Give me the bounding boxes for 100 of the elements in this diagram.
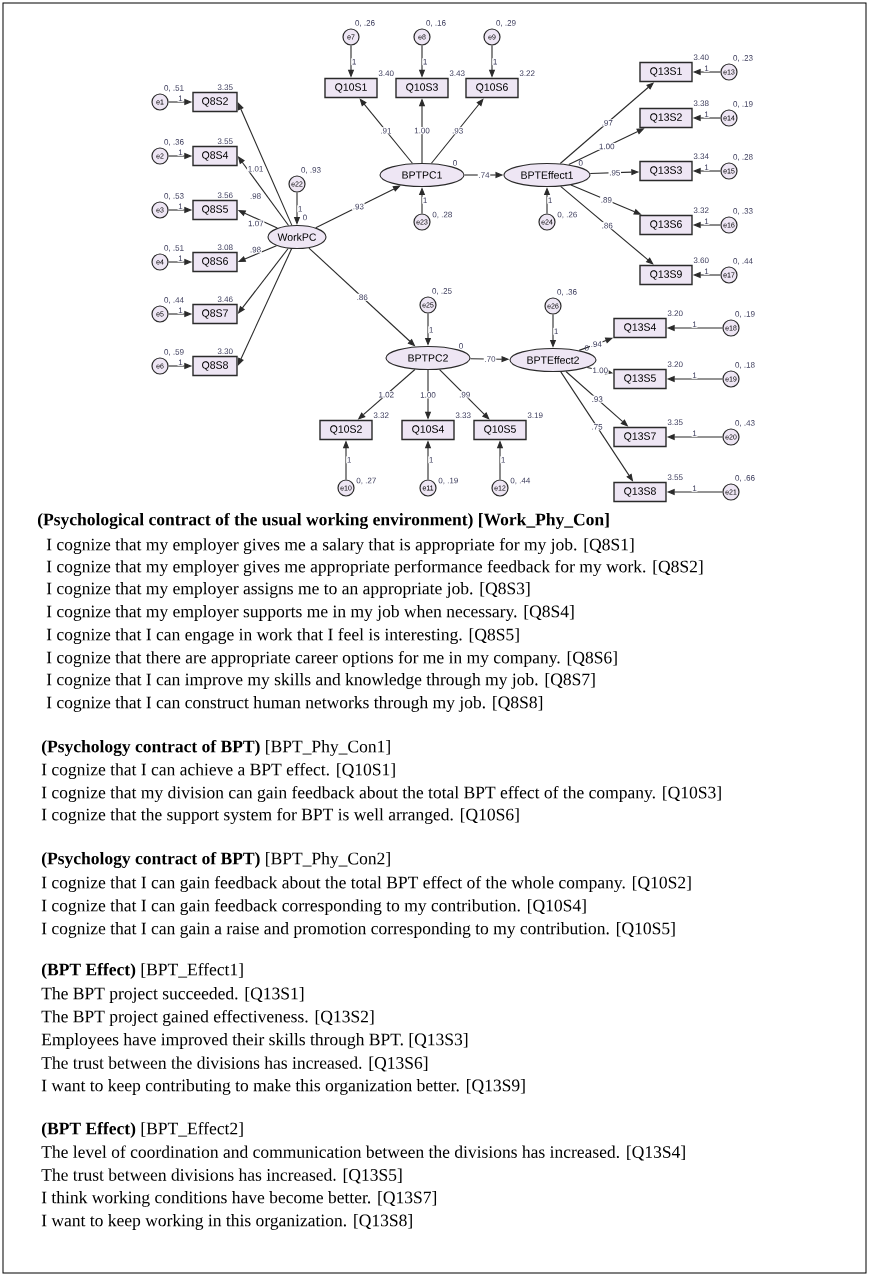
estimate-label: 3.32	[373, 412, 389, 419]
estimate-label: 0, .51	[164, 85, 184, 92]
observed-variable-box: Q10S5	[473, 419, 527, 441]
coefficient-label: .98	[249, 246, 262, 254]
observed-variable-box: Q13S1	[639, 61, 693, 83]
item-text: I cognize that I can improve my skills and knowledge through my job. [Q8S7]	[46, 673, 595, 689]
estimate-label: 3.19	[527, 412, 543, 419]
estimate-label: 3.40	[693, 54, 709, 61]
estimate-label: 3.20	[667, 361, 683, 368]
path-arrow	[237, 248, 293, 366]
estimate-label: 0, .66	[735, 475, 755, 482]
coefficient-label: 1	[553, 327, 560, 335]
coefficient-label: 1.00	[413, 127, 431, 135]
path-arrow	[560, 185, 654, 265]
estimate-label: 0	[453, 160, 457, 166]
coefficient-label: .95	[608, 169, 622, 177]
estimate-label: 0, .29	[496, 20, 516, 27]
path-arrow	[315, 185, 401, 229]
path-arrow	[430, 98, 484, 164]
estimate-label: 0	[459, 343, 463, 349]
coefficient-label: 1	[703, 64, 710, 72]
coefficient-label: .98	[249, 192, 262, 200]
coefficient-label: .91	[379, 127, 393, 135]
coefficient-label: 1	[691, 429, 698, 437]
item-text: I cognize that there are appropriate career options for me in my company. [Q8S6]	[46, 650, 617, 668]
estimate-label: 3.55	[667, 474, 683, 481]
item-text: I think working conditions have become better. [Q13S7]	[41, 1191, 437, 1207]
estimate-label: 3.55	[217, 138, 233, 145]
estimate-label: 0, .59	[164, 349, 184, 356]
coefficient-label: 1.01	[247, 165, 265, 173]
item-text: I cognize that I can achieve a BPT effect. [Q10S1]	[41, 762, 395, 780]
observed-variable-box: Q13S7	[613, 426, 667, 448]
coefficient-label: 1	[351, 58, 358, 66]
section-heading: (Psychology contract of BPT) [BPT_Phy_Con2]	[41, 851, 390, 869]
coefficient-label: 1	[703, 163, 710, 171]
estimate-label: 0, .23	[733, 55, 753, 62]
observed-variable-box: Q10S4	[401, 419, 455, 441]
item-text: I cognize that my division can gain feedback about the total BPT effect of the company. [Q10S3]	[41, 785, 721, 803]
item-text: The BPT project succeeded. [Q13S1]	[41, 987, 304, 1003]
coefficient-label: 1	[346, 456, 353, 464]
item-text: I cognize that I can gain feedback corresponding to my contribution. [Q10S4]	[41, 898, 586, 916]
section-heading: (BPT Effect) [BPT_Effect2]	[41, 1122, 243, 1139]
estimate-label: 3.32	[693, 207, 709, 214]
observed-variable-box: Q8S7	[192, 303, 238, 325]
estimate-label: 0, .18	[735, 362, 755, 369]
section-heading: (Psychological contract of the usual working environment) [Work_Phy_Con]	[37, 512, 609, 530]
observed-variable-box: Q8S8	[192, 355, 238, 377]
estimate-label: 3.35	[667, 419, 683, 426]
observed-variable-box: Q13S3	[639, 160, 693, 182]
observed-variable-box: Q8S5	[192, 199, 238, 221]
coefficient-label: 1.00	[598, 142, 616, 150]
item-text: The level of coordination and communication between the divisions has increased. [Q13S4]	[41, 1145, 685, 1161]
observed-variable-box: Q10S3	[395, 77, 449, 99]
observed-variable-box: Q13S5	[613, 368, 667, 390]
estimate-label: 0, .36	[164, 139, 184, 146]
coefficient-label: .75	[590, 423, 604, 431]
item-text: I cognize that I can engage in work that I feel is interesting. [Q8S5]	[46, 627, 519, 645]
coefficient-label: 1	[177, 254, 184, 262]
coefficient-label: 1.07	[247, 219, 265, 227]
estimate-label: 3.46	[217, 296, 233, 303]
estimate-label: 0, .43	[735, 420, 755, 427]
coefficient-label: 1	[500, 456, 507, 464]
estimate-label: 0, .93	[301, 167, 321, 174]
coefficient-label: 1	[422, 58, 429, 66]
coefficient-label: .99	[458, 391, 471, 399]
estimate-label: 0	[303, 214, 307, 221]
observed-variable-box: Q8S4	[192, 145, 238, 167]
coefficient-label: 1	[691, 484, 698, 492]
coefficient-label: 1.02	[377, 391, 395, 399]
estimate-label: 3.20	[667, 310, 683, 317]
path-arrow	[439, 369, 490, 420]
coefficient-label: .86	[355, 293, 369, 301]
estimate-label: 0, .28	[432, 211, 452, 219]
estimate-label: 3.60	[693, 257, 709, 264]
estimate-label: 0, .26	[557, 211, 577, 219]
observed-variable-box: Q13S4	[613, 317, 667, 339]
estimate-label: 0, .28	[733, 154, 753, 161]
item-text: The trust between the divisions has increased. [Q13S6]	[41, 1056, 428, 1072]
item-text: The BPT project gained effectiveness. [Q13S2]	[41, 1009, 374, 1027]
coefficient-label: .70	[483, 355, 497, 363]
section-heading: (Psychology contract of BPT) [BPT_Phy_Con1]	[41, 739, 390, 757]
estimate-label: 0	[578, 160, 583, 166]
coefficient-label: 1	[428, 326, 435, 334]
estimate-label: 3.22	[519, 70, 535, 77]
item-text: I cognize that I can construct human networks through my job. [Q8S8]	[46, 696, 543, 712]
estimate-label: 3.33	[455, 412, 471, 419]
estimate-label: 0	[584, 345, 589, 351]
estimate-label: 3.35	[217, 84, 233, 91]
coefficient-label: .94	[590, 340, 603, 348]
estimate-label: 0, .44	[733, 258, 753, 265]
item-text: Employees have improved their skills through BPT. [Q13S3]	[41, 1033, 468, 1049]
coefficient-label: 1	[177, 94, 184, 102]
observed-variable-box: Q8S6	[192, 251, 238, 273]
coefficient-label: 1	[691, 320, 698, 328]
item-text: I want to keep working in this organization. [Q13S8]	[41, 1214, 412, 1230]
coefficient-label: .93	[590, 395, 604, 403]
estimate-label: 0, .16	[426, 20, 446, 27]
item-text: I cognize that the support system for BPT is well arranged. [Q10S6]	[41, 807, 519, 825]
estimate-label: 0, .25	[432, 288, 452, 295]
item-text: I cognize that my employer assigns me to an appropriate job. [Q8S3]	[46, 582, 530, 598]
